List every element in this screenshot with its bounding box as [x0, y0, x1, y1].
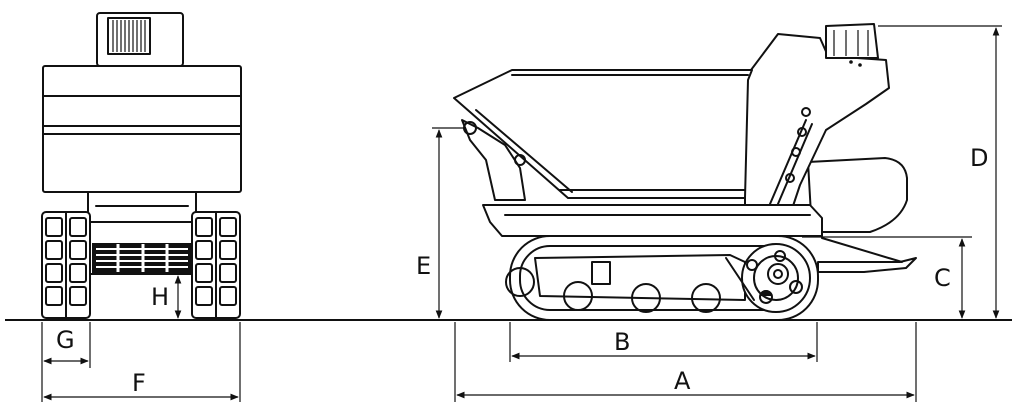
side-view: [453, 23, 917, 321]
front-view: [41, 12, 242, 319]
dim-label-a: A: [674, 367, 691, 395]
dim-label-b: B: [614, 328, 630, 356]
front-grille: [92, 243, 192, 273]
dimension-lines: [41, 25, 1002, 402]
dim-label-c: C: [934, 264, 951, 292]
dim-label-d: D: [970, 144, 988, 172]
dimension-labels: A B C D E F G H: [56, 144, 988, 397]
side-track: [505, 235, 819, 321]
dim-label-h: H: [151, 283, 169, 311]
dim-label-g: G: [56, 326, 75, 354]
dim-label-f: F: [132, 369, 146, 397]
front-left-track: [41, 211, 91, 319]
front-right-track: [191, 211, 241, 319]
dim-label-e: E: [416, 252, 431, 280]
